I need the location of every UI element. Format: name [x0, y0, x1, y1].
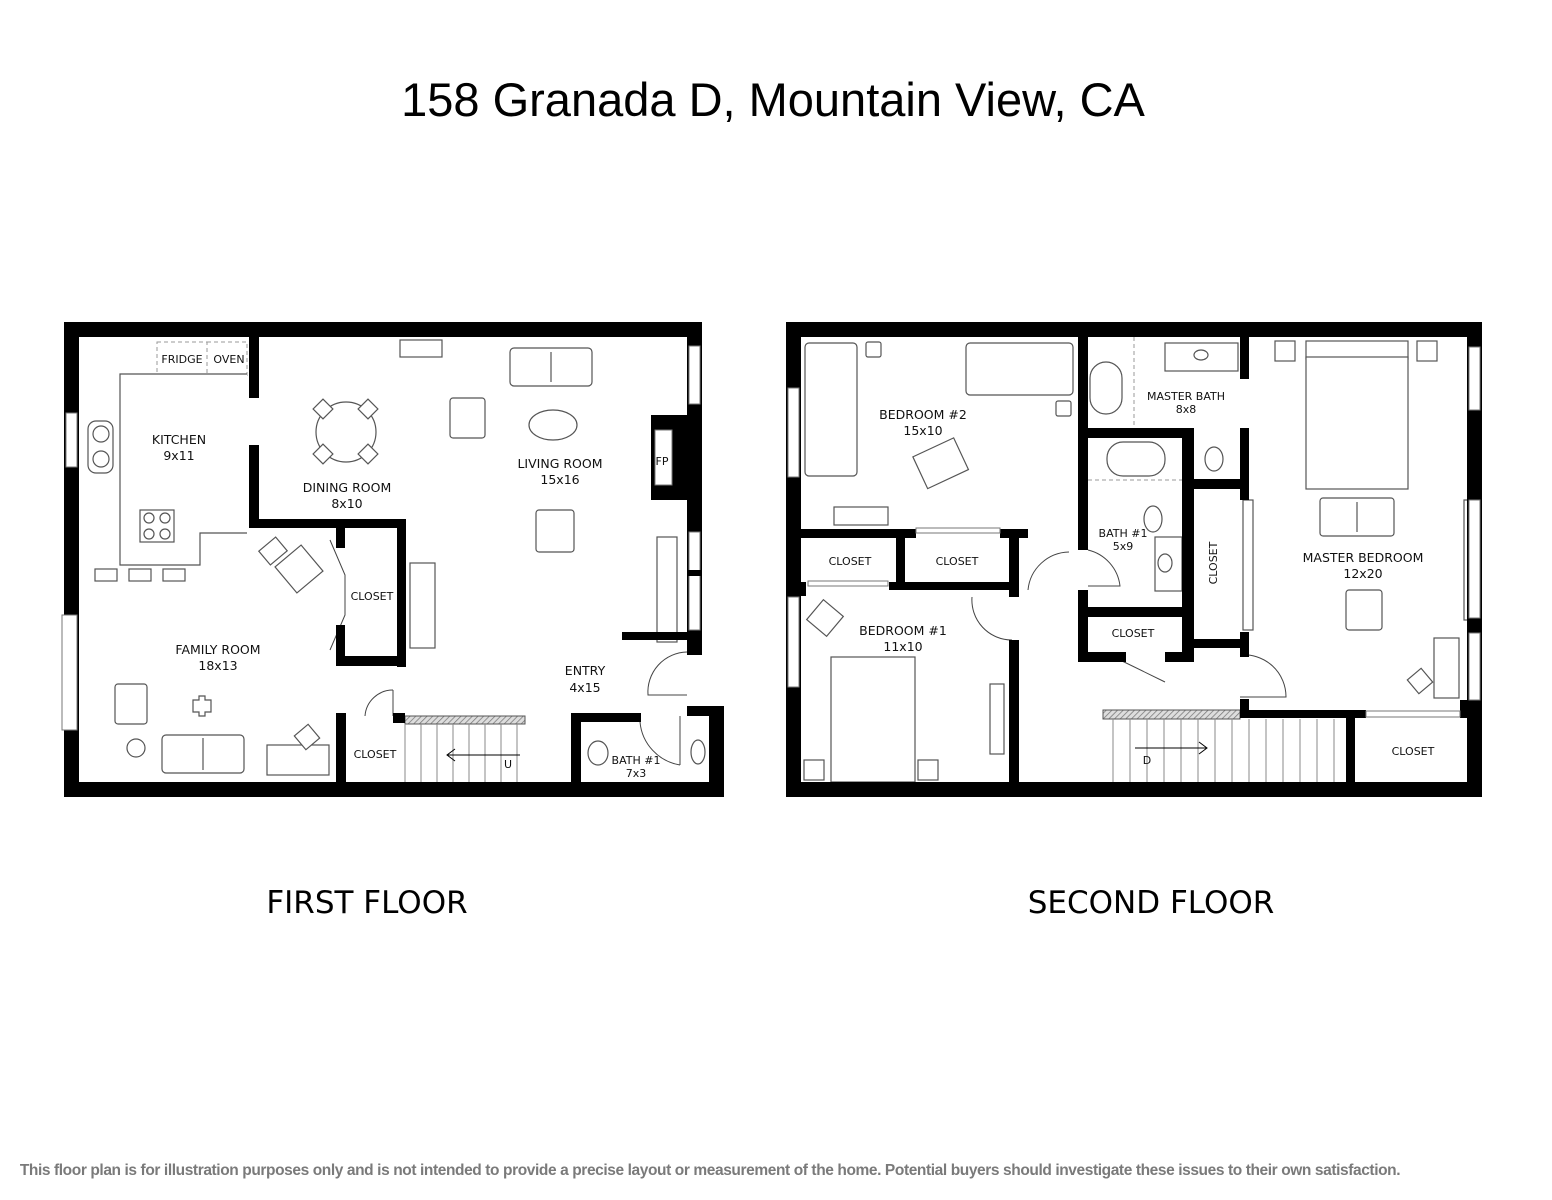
- closet-label: CLOSET: [829, 555, 872, 568]
- closet-label: CLOSET: [354, 748, 397, 761]
- stairs-down-label: D: [1143, 754, 1151, 767]
- first-floor-furniture: [87, 339, 706, 776]
- kitchen-name: KITCHEN: [152, 432, 206, 447]
- bedroom-1-name: BEDROOM #1: [859, 623, 947, 638]
- page-title: 158 Granada D, Mountain View, CA: [401, 73, 1145, 126]
- first-floor-label: FIRST FLOOR: [266, 885, 467, 921]
- bedroom-2-name: BEDROOM #2: [879, 407, 967, 422]
- master-bedroom-name: MASTER BEDROOM: [1303, 550, 1424, 565]
- bath-name: BATH #1: [1099, 527, 1148, 540]
- master-bedroom-size: 12x20: [1343, 566, 1382, 581]
- oven-label: OVEN: [213, 353, 244, 366]
- closet-label: CLOSET: [1207, 541, 1220, 584]
- stairs-up-label: U: [504, 758, 512, 771]
- kitchen-size: 9x11: [163, 448, 194, 463]
- living-room-name: LIVING ROOM: [517, 456, 602, 471]
- second-floor-label: SECOND FLOOR: [1028, 885, 1275, 921]
- entry-size: 4x15: [569, 680, 600, 695]
- disclaimer: This floor plan is for illustration purp…: [20, 1162, 1400, 1179]
- bedroom-2-size: 15x10: [903, 423, 942, 438]
- fridge-label: FRIDGE: [161, 353, 202, 366]
- closet-label: CLOSET: [936, 555, 979, 568]
- dining-room-size: 8x10: [331, 496, 362, 511]
- first-floor-plan: FRIDGE OVEN FP KITCHEN 9x11 DINING ROOM …: [61, 322, 724, 797]
- second-floor-stairs: [1102, 709, 1335, 782]
- family-room-size: 18x13: [198, 658, 237, 673]
- second-floor-furniture: [803, 340, 1475, 783]
- first-floor-stairs: [404, 715, 526, 782]
- bath-name: BATH #1: [612, 754, 661, 767]
- bath-size: 7x3: [626, 767, 647, 780]
- master-bath-size: 8x8: [1176, 403, 1197, 416]
- second-floor-plan: BEDROOM #2 15x10 MASTER BATH 8x8 BATH #1…: [786, 322, 1482, 797]
- closet-label: CLOSET: [1392, 745, 1435, 758]
- living-room-size: 15x16: [540, 472, 579, 487]
- bedroom-1-size: 11x10: [883, 639, 922, 654]
- entry-name: ENTRY: [565, 663, 606, 678]
- bath-size: 5x9: [1113, 540, 1134, 553]
- dining-room-name: DINING ROOM: [303, 480, 392, 495]
- closet-label: CLOSET: [1112, 627, 1155, 640]
- closet-label: CLOSET: [351, 590, 394, 603]
- family-room-name: FAMILY ROOM: [175, 642, 260, 657]
- master-bath-name: MASTER BATH: [1147, 390, 1225, 403]
- fireplace-label: FP: [656, 455, 669, 468]
